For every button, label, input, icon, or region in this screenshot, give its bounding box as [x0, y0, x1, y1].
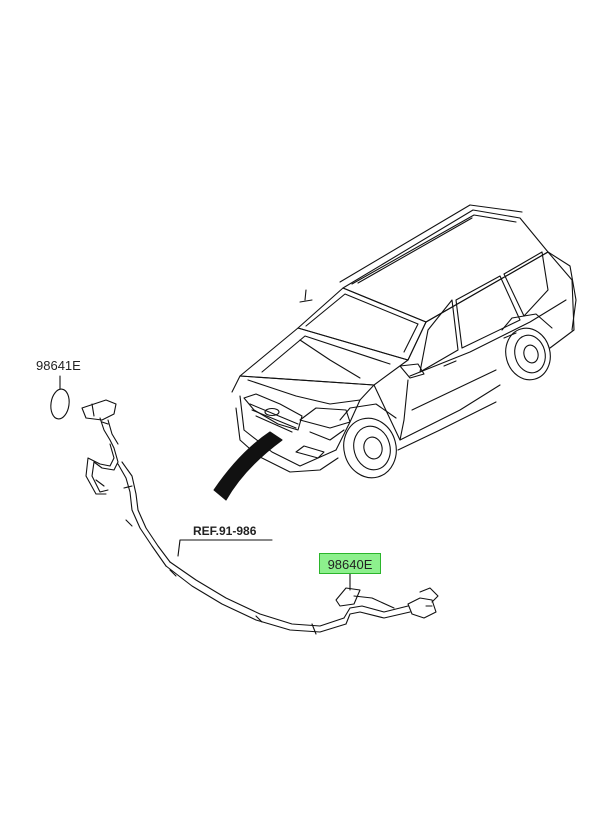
part-label-98640e-highlighted[interactable]: 98640E — [319, 553, 381, 574]
vehicle-illustration — [231, 204, 577, 479]
location-pointer — [213, 431, 283, 501]
leader-ref — [177, 539, 273, 557]
part-98641e-shape — [50, 388, 70, 420]
reference-label[interactable]: REF.91-986 — [193, 524, 257, 538]
washer-hose-assembly — [81, 399, 439, 635]
part-label-98641e[interactable]: 98641E — [36, 358, 81, 373]
